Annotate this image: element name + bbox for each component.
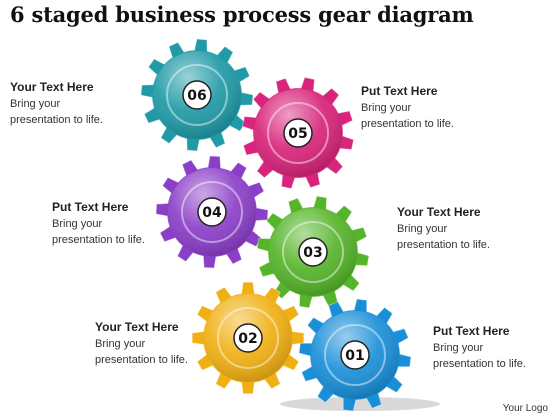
text-block-03: Your Text Here Bring your presentation t… xyxy=(397,205,547,253)
text-block-line: Bring your xyxy=(433,342,484,354)
gear-inner-ring xyxy=(166,64,228,126)
text-block-line: presentation to life. xyxy=(95,354,188,366)
text-block-line: Bring your xyxy=(397,223,448,235)
gear-04: 04 xyxy=(155,155,269,269)
gear-number-disc xyxy=(283,118,313,148)
gear-number: 04 xyxy=(202,205,222,221)
gear-03: 03 xyxy=(256,195,370,309)
text-block-line: Bring your xyxy=(95,338,146,350)
gear-number: 05 xyxy=(288,126,307,142)
text-block-heading: Put Text Here xyxy=(52,200,129,214)
gear-inner-ring xyxy=(217,307,279,369)
text-block-01: Put Text Here Bring your presentation to… xyxy=(433,324,560,372)
gear-number-disc xyxy=(298,237,328,267)
gear-number: 01 xyxy=(345,348,364,364)
text-block-line: presentation to life. xyxy=(361,118,454,130)
gear-number-disc xyxy=(197,197,227,227)
text-block-line: Bring your xyxy=(52,218,103,230)
gear-number: 03 xyxy=(303,245,322,261)
text-block-heading: Your Text Here xyxy=(397,205,481,219)
text-block-02: Your Text Here Bring your presentation t… xyxy=(95,320,245,368)
text-block-heading: Put Text Here xyxy=(433,324,510,338)
gear-06: 06 xyxy=(140,38,254,152)
gear-number-disc xyxy=(340,340,370,370)
text-block-heading: Your Text Here xyxy=(95,320,179,334)
gear-inner-ring xyxy=(324,324,386,386)
gear-05: 05 xyxy=(241,76,355,190)
gear-inner-ring xyxy=(181,181,243,243)
text-block-line: Bring your xyxy=(10,98,61,110)
text-block-heading: Your Text Here xyxy=(10,80,94,94)
text-block-line: presentation to life. xyxy=(397,239,490,251)
logo-text: Your Logo xyxy=(502,403,548,414)
text-block-line: presentation to life. xyxy=(10,114,103,126)
gear-number-disc xyxy=(233,323,263,353)
text-block-06: Your Text Here Bring your presentation t… xyxy=(10,80,160,128)
gear-number: 06 xyxy=(187,88,206,104)
gear-inner-ring xyxy=(282,221,344,283)
text-block-line: presentation to life. xyxy=(52,234,145,246)
text-block-05: Put Text Here Bring your presentation to… xyxy=(361,84,511,132)
text-block-line: Bring your xyxy=(361,102,412,114)
gear-number-disc xyxy=(182,80,212,110)
text-block-heading: Put Text Here xyxy=(361,84,438,98)
text-block-04: Put Text Here Bring your presentation to… xyxy=(52,200,202,248)
gear-inner-ring xyxy=(267,102,329,164)
gear-01: 01 xyxy=(298,298,412,412)
page-title: 6 staged business process gear diagram xyxy=(10,2,474,27)
gear-02: 02 xyxy=(191,281,305,395)
gear-number: 02 xyxy=(238,331,257,347)
text-block-line: presentation to life. xyxy=(433,358,526,370)
